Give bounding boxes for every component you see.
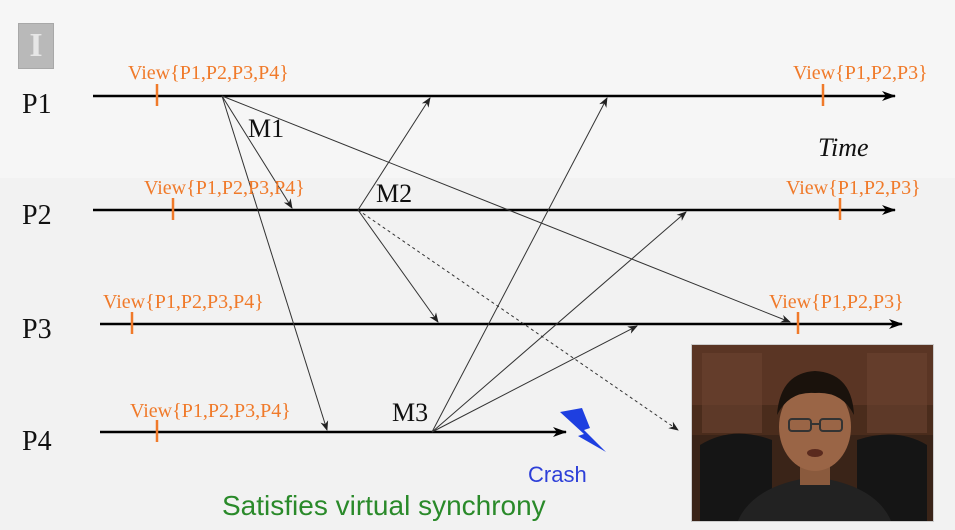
m1-arrow-to-p3 [221,95,791,323]
m2-arrow-to-p1 [357,97,431,211]
time-axis-label: Time [818,133,869,162]
m3-arrow-to-p3 [431,325,638,433]
m1-arrow-to-p2 [221,95,293,209]
p2-view-start-label: View{P1,P2,P3,P4} [144,177,305,199]
message-label-m1: M1 [248,114,285,143]
crash-label: Crash [528,462,587,487]
message-label-m3: M3 [392,398,429,427]
message-label-m2: M2 [376,179,413,208]
slide-caption: Satisfies virtual synchrony [222,490,546,521]
presenter-video[interactable] [691,344,934,522]
p1-view-start-label: View{P1,P2,P3,P4} [128,62,289,84]
p4-view-start-label: View{P1,P2,P3,P4} [130,400,291,422]
m1-arrow-to-p4 [221,95,329,431]
presenter-video-frame [692,345,933,521]
p3-view-start-label: View{P1,P2,P3,P4} [103,291,264,313]
process-label-p3: P3 [22,314,52,345]
m2-arrow-to-p3 [357,209,439,323]
m2-arrow-to-p4-dashed [357,209,679,431]
illinois-i-logo-icon: I [18,23,54,69]
m3-arrow-to-p1 [431,97,608,433]
process-label-p4: P4 [22,426,52,457]
m3-arrow-to-p2 [431,211,687,433]
process-label-p1: P1 [22,89,52,120]
p2-view-end-label: View{P1,P2,P3} [786,177,921,199]
process-label-p2: P2 [22,200,52,231]
presenter-face [779,383,851,471]
p1-view-end-label: View{P1,P2,P3} [793,62,928,84]
lightning-bolt-icon [560,408,606,452]
p3-view-end-label: View{P1,P2,P3} [769,291,904,313]
